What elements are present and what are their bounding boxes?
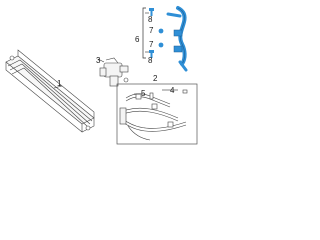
callout-lines [53,12,178,95]
callout-1: 1 [57,79,62,88]
callout-7b: 7 [149,40,154,49]
bolt-icon[interactable] [149,8,154,16]
oil-cooler-radiator[interactable] [5,49,95,133]
valve-assembly[interactable] [99,57,129,87]
callout-4: 4 [170,86,175,95]
callout-6: 6 [135,35,140,44]
callout-2: 2 [153,74,158,83]
clip-icon[interactable] [158,42,164,48]
group-bracket [142,7,146,59]
bolt-icon[interactable] [149,50,154,58]
callout-5: 5 [141,89,146,98]
callout-8a: 8 [148,15,153,24]
upper-tube-part[interactable] [166,6,188,72]
clip-icon[interactable] [158,28,164,34]
callout-3: 3 [96,56,101,65]
parts-diagram [5,6,198,145]
group-box [116,83,198,145]
fitting-icon[interactable] [149,89,188,100]
cooler-lines-assembly[interactable] [119,93,187,141]
callout-7a: 7 [149,26,154,35]
callout-8b: 8 [148,56,153,65]
